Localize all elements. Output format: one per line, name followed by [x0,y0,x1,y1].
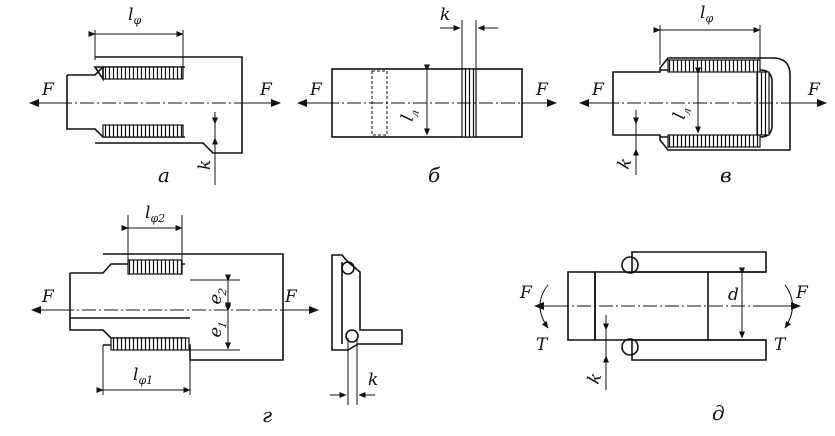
caption-g: г [262,403,272,427]
sleeve-bore [708,271,766,341]
caption-d: д [712,401,725,425]
force-label-g-left: F [41,287,55,307]
angle-section [331,254,403,351]
sleeve-bottom [631,339,767,361]
dim-g-k-label: k [368,370,378,390]
plate-v-right [612,57,791,151]
diagram-g: F F lφ2 lφ1 e2 e1 г k [31,203,403,427]
force-label-d-left: F [519,283,533,303]
weld-v-top [667,59,761,73]
dim-b-l-label: lл [398,106,422,124]
weld-d-top [621,256,639,274]
force-label-d-right: F [795,283,809,303]
weld-g-top [127,259,183,275]
dim-v-k-label: k [614,155,636,172]
dim-g-l2-label: lφ2 [145,203,165,225]
torque-arrow-d-left [539,284,549,329]
weld-d-bottom [621,338,639,356]
weld-a-top [102,66,184,80]
force-label-b-left: F [309,80,323,100]
dim-g-e2-label: e2 [205,286,230,307]
dim-v-l-label-2: lл [670,104,694,122]
diagram-d: d F F T T k д [519,251,809,425]
caption-v: в [720,163,732,187]
torque-label-d-right: T [774,335,787,355]
force-label-g-right: F [284,287,298,307]
weld-a-bottom [102,124,184,138]
shaft-end [567,271,596,341]
dim-a-k-label: k [195,160,215,170]
weld-v-bottom [667,134,761,148]
weld-g-section-top [341,261,355,275]
dim-a-l-label: lφ [128,5,141,27]
dim-g-e1-label: e1 [205,319,230,340]
weld-a-top-bevel [93,66,104,82]
dim-b-k-label: k [440,5,450,25]
dim-d-k-label: k [584,370,606,387]
dim-g-l1-label: lφ1 [133,365,153,387]
plate-a-right [95,56,243,154]
diagram-v: F F lφ lл k в [579,3,827,187]
force-label-v-right: F [807,80,821,100]
caption-a: а [158,163,170,187]
torque-label-d-left: T [536,335,549,355]
dim-d-label: d [728,285,739,305]
weld-g-section-bottom [345,329,359,343]
diagram-b: k lл F F б [297,5,557,187]
sleeve-top [631,251,767,273]
weld-g-bottom [110,337,190,351]
force-label-b-right: F [535,80,549,100]
dim-v-l-label: lφ [700,3,713,25]
plate-g-left [69,263,185,339]
force-label-a-left: F [41,80,55,100]
caption-b: б [428,163,441,187]
force-label-a-right: F [259,80,273,100]
torque-arrow-d-right [784,284,793,329]
force-label-v-left: F [591,80,605,100]
diagram-a: F F lφ k а [29,5,281,187]
